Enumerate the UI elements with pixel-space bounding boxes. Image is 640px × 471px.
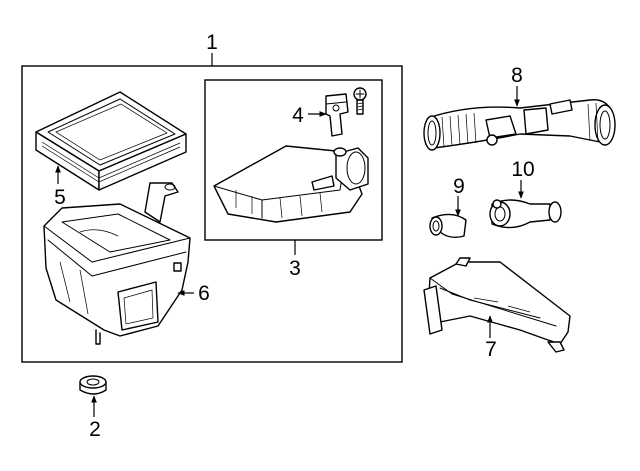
intake-valve[interactable]	[489, 199, 562, 229]
callout-2: 2	[89, 418, 101, 441]
air-filter-element[interactable]	[35, 91, 187, 191]
sensor-screw[interactable]	[353, 87, 367, 115]
grommet[interactable]	[79, 375, 107, 395]
callout-9: 9	[453, 175, 465, 198]
air-cleaner-cover[interactable]	[213, 145, 369, 223]
air-cleaner-lower-case[interactable]	[43, 182, 191, 345]
callout-1: 1	[206, 31, 218, 54]
callout-4: 4	[292, 104, 304, 127]
intake-hose[interactable]	[423, 99, 616, 151]
callout-5: 5	[54, 186, 66, 209]
callout-8: 8	[511, 64, 523, 87]
mass-air-flow-sensor[interactable]	[325, 93, 349, 137]
callout-10: 10	[511, 158, 534, 181]
callout-3: 3	[289, 257, 301, 280]
cover-subassembly-frame	[204, 79, 383, 241]
callout-6: 6	[198, 282, 210, 305]
callout-7: 7	[485, 338, 497, 361]
small-hose[interactable]	[429, 213, 467, 239]
air-duct[interactable]	[423, 257, 571, 353]
